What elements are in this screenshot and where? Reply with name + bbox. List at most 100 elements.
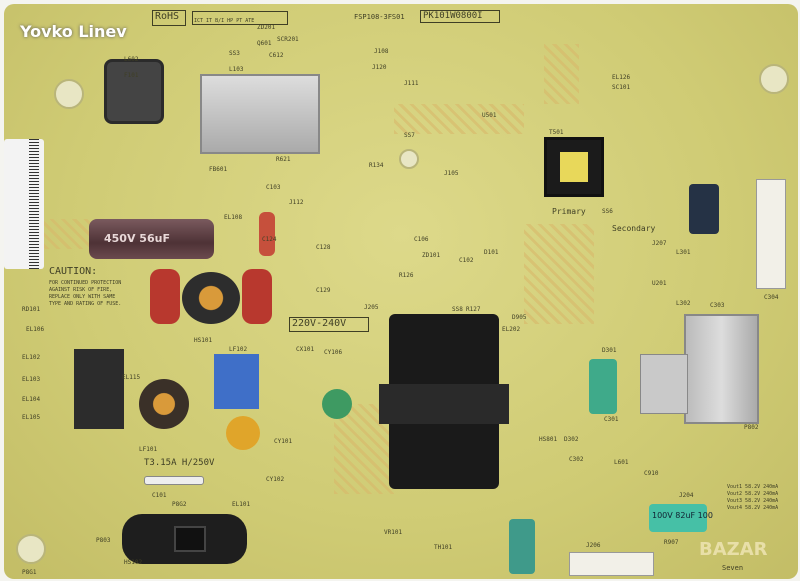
ref-designator: P8G2: [172, 501, 187, 508]
ref-designator: Q601: [257, 40, 272, 47]
ref-designator: J120: [372, 64, 387, 71]
ref-designator: EL115: [122, 374, 141, 381]
watermark: Yovko Linev: [20, 22, 127, 41]
x-capacitor: [150, 269, 180, 324]
barcode-sticker: [4, 139, 44, 269]
caution-title: CAUTION:: [49, 266, 98, 277]
ref-designator: C301: [604, 416, 619, 423]
ref-designator: EL108: [224, 214, 243, 221]
ref-designator: LF102: [229, 346, 248, 353]
capacitor-c301: [589, 359, 617, 414]
ref-designator: J112: [289, 199, 304, 206]
output-spec-table: Vout1 58.2V 240mA Vout2 58.2V 240mA Vout…: [727, 484, 778, 512]
ref-designator: C303: [710, 302, 725, 309]
ref-designator: C302: [569, 456, 584, 463]
part-number: PK101W0800I: [423, 11, 483, 21]
ref-designator: J205: [364, 304, 379, 311]
rohs-label: RoHS: [155, 11, 180, 22]
ref-designator: R126: [399, 272, 414, 279]
ref-designator: F101: [124, 72, 139, 79]
test-label: PT: [236, 18, 243, 24]
table-row: Vout1 58.2V 240mA: [727, 484, 779, 490]
ref-designator: J105: [444, 170, 459, 177]
mounting-hole: [399, 149, 419, 169]
ref-designator: SS7: [404, 132, 415, 139]
ref-designator: C304: [764, 294, 779, 301]
model-label: FSP108-3FS01: [354, 13, 405, 21]
capacitor-rating: 450V 56uF: [104, 232, 170, 245]
ref-designator: R907: [664, 539, 679, 546]
ref-designator: C106: [414, 236, 429, 243]
connector-p803[interactable]: [569, 552, 654, 576]
ref-designator: R621: [276, 156, 291, 163]
ref-designator: SS8: [452, 306, 463, 313]
common-mode-choke: [182, 272, 240, 324]
ref-designator: HS801: [539, 436, 558, 443]
connector-p802[interactable]: [756, 179, 786, 289]
ref-designator: EL103: [22, 376, 41, 383]
heatsink-hs801: [684, 314, 759, 424]
varistor: [226, 416, 260, 450]
fuse-rating: T3.15A H/250V: [144, 458, 215, 468]
ref-designator: C103: [266, 184, 281, 191]
ref-designator: J207: [652, 240, 667, 247]
ref-designator: D302: [564, 436, 579, 443]
ref-designator: EL106: [26, 326, 45, 333]
heatsink-q601: [200, 74, 320, 154]
ref-designator: T501: [549, 129, 564, 136]
ref-designator: EL105: [22, 414, 41, 421]
ref-designator: C102: [459, 257, 474, 264]
ref-designator: P8G1: [22, 569, 37, 576]
ref-designator: SC101: [612, 84, 631, 91]
ref-designator: EL126: [612, 74, 631, 81]
test-label: B/I: [215, 18, 225, 24]
mounting-hole: [16, 534, 46, 564]
transformer-winding: [560, 152, 588, 182]
ref-designator: HS101: [194, 337, 213, 344]
ref-designator: U201: [652, 280, 667, 287]
test-label-row: ICT IT B/I HP PT ATE: [194, 18, 254, 24]
bulk-capacitor: [89, 219, 214, 259]
ref-designator: CY101: [274, 438, 293, 445]
ref-designator: U501: [482, 112, 497, 119]
ref-designator: CY106: [324, 349, 343, 356]
ref-designator: R134: [369, 162, 384, 169]
thermistor: [322, 389, 352, 419]
bazar-logo: BAZAR: [699, 539, 768, 560]
ref-designator: C128: [316, 244, 331, 251]
mounting-hole: [759, 64, 789, 94]
logo-subtitle: Seven: [722, 564, 744, 572]
ref-designator: P803: [96, 537, 111, 544]
transformer-core: [379, 384, 509, 424]
blue-capacitor: [214, 354, 259, 409]
ref-designator: D301: [602, 347, 617, 354]
fuse: [144, 476, 204, 485]
ref-designator: EL102: [22, 354, 41, 361]
pcb-board: RoHS ICT IT B/I HP PT ATE FSP108-3FS01 P…: [4, 4, 798, 579]
test-label: ATE: [245, 18, 255, 24]
ref-designator: L602: [124, 56, 139, 63]
table-row: Vout4 58.2V 240mA: [727, 505, 779, 511]
ref-designator: SS6: [602, 208, 613, 215]
ref-designator: C129: [316, 287, 331, 294]
ref-designator: CY102: [266, 476, 285, 483]
voltage-label: 220V-240V: [292, 318, 347, 329]
ref-designator: EL101: [232, 501, 251, 508]
ref-designator: SCR201: [277, 36, 299, 43]
ref-designator: ZD101: [422, 252, 441, 259]
capacitor-c124: [259, 212, 275, 256]
capacitor-c201: [689, 184, 719, 234]
heatsink-bracket: [640, 354, 688, 414]
ref-designator: J204: [679, 492, 694, 499]
inductor-l602: [104, 59, 164, 124]
ref-designator: D101: [484, 249, 499, 256]
secondary-label: Secondary: [612, 224, 656, 233]
ref-designator: RD101: [22, 306, 41, 313]
ref-designator: EL104: [22, 396, 41, 403]
ref-designator: L601: [614, 459, 629, 466]
test-label: ICT: [194, 18, 204, 24]
ref-designator: SS3: [229, 50, 240, 57]
test-label: HP: [227, 18, 234, 24]
ref-designator: TH101: [434, 544, 453, 551]
ref-designator: VR101: [384, 529, 403, 536]
